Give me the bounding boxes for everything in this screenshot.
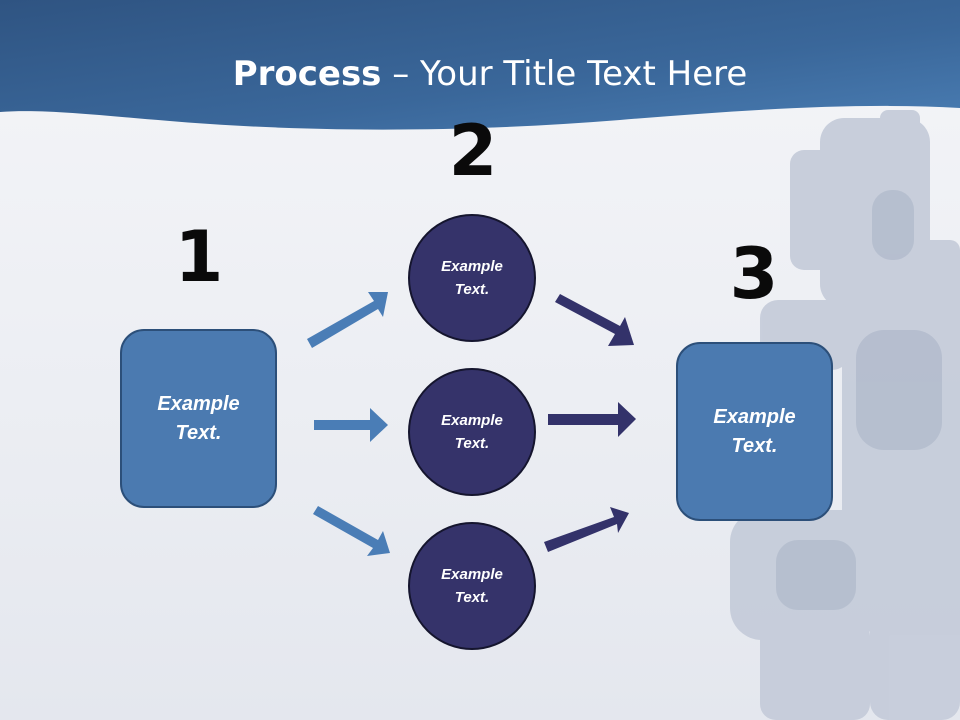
circle-middle-label: Example Text. (441, 412, 503, 452)
arrow-right-up (544, 507, 629, 552)
circle-bottom: Example Text. (408, 522, 536, 650)
arrow-left-straight (314, 408, 388, 442)
circle-bottom-label: Example Text. (441, 566, 503, 606)
right-process-box: Example Text. (676, 342, 833, 521)
step-number-3: 3 (729, 233, 779, 315)
arrow-left-up (307, 292, 388, 348)
circle-top-label: Example Text. (441, 258, 503, 298)
circle-top: Example Text. (408, 214, 536, 342)
step-number-2: 2 (448, 110, 498, 192)
header-band (0, 0, 960, 130)
arrow-right-down (555, 294, 634, 346)
right-box-label: Example Text. (713, 405, 796, 457)
title-bold: Process (232, 54, 382, 94)
slide-title: Process – Your Title Text Here (0, 52, 960, 96)
left-box-label: Example Text. (157, 392, 240, 444)
arrow-left-down (313, 506, 390, 556)
left-process-box: Example Text. (120, 329, 277, 508)
circle-middle: Example Text. (408, 368, 536, 496)
title-rest: – Your Title Text Here (381, 54, 748, 94)
step-number-1: 1 (174, 216, 224, 298)
arrow-right-straight (548, 402, 636, 437)
